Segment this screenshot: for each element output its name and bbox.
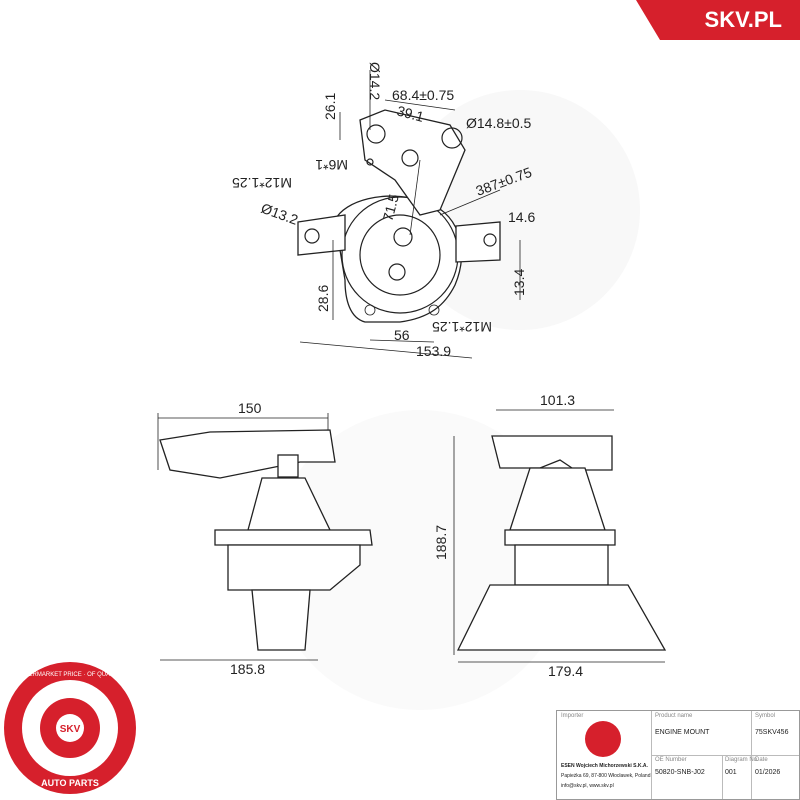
dim-56: 56 bbox=[394, 327, 410, 343]
side-view-right: 101.3 188.7 179.4 bbox=[433, 392, 667, 679]
dim-26-1: 26.1 bbox=[322, 93, 338, 120]
base-hole-right bbox=[428, 304, 440, 316]
dim-153-9: 153.9 bbox=[416, 343, 451, 359]
side-view-left: 150 185.8 bbox=[157, 400, 373, 677]
lower-stem-left bbox=[251, 589, 311, 651]
oe-label: OE Number bbox=[655, 757, 687, 763]
dim-d14-8: Ø14.8±0.5 bbox=[466, 115, 531, 131]
mount-inner-ring bbox=[359, 214, 441, 296]
upper-bracket-left bbox=[159, 429, 336, 479]
product-label: Product name bbox=[655, 713, 693, 719]
dim-13-4: 13.4 bbox=[511, 269, 527, 296]
importer-mail: info@skv.pl, www.skv.pl bbox=[561, 783, 614, 789]
dim-14-6: 14.6 bbox=[508, 209, 535, 225]
bolt-hole-1 bbox=[366, 124, 386, 144]
top-view: Ø14.2 68.4±0.75 26.1 39.1 Ø14.8±0.5 M6*1… bbox=[232, 62, 536, 359]
right-flange bbox=[455, 221, 501, 263]
brand-banner bbox=[636, 0, 800, 40]
brand-corner: SKV.PL bbox=[636, 0, 800, 40]
lower-bolt bbox=[388, 263, 406, 281]
dim-m12-b: M12*1.25 bbox=[432, 319, 492, 335]
right-flange-hole bbox=[483, 233, 497, 247]
seal-bottom-text: AUTO PARTS bbox=[41, 778, 99, 788]
seal-center: SKV bbox=[60, 724, 81, 735]
bolt-head-left bbox=[277, 454, 299, 478]
importer-address: Papieżka 69, 87-800 Włocławek, Poland bbox=[561, 773, 651, 779]
bolt-hole-2 bbox=[441, 127, 463, 149]
flange-plate-left bbox=[214, 529, 373, 546]
left-flange-hole bbox=[304, 228, 320, 244]
symbol-value: 75SKV456 bbox=[755, 729, 789, 736]
date-label: Date bbox=[755, 757, 768, 763]
oe-value: 50820-SNB-J02 bbox=[655, 769, 705, 776]
dim-185-8: 185.8 bbox=[230, 661, 265, 677]
housing-left bbox=[227, 544, 361, 591]
dim-71-5: 71.5 bbox=[379, 192, 402, 223]
upper-bracket-right bbox=[491, 435, 613, 471]
diagram-value: 001 bbox=[725, 769, 737, 776]
dim-m12-a: M12*1.25 bbox=[232, 175, 292, 191]
dim-line-387 bbox=[439, 189, 501, 216]
diagram-label: Diagram No. bbox=[725, 757, 759, 763]
dim-m6: M6*1 bbox=[315, 157, 348, 173]
dim-line-68-4 bbox=[384, 99, 456, 111]
importer-label: Importer bbox=[561, 713, 584, 719]
dim-179-4: 179.4 bbox=[548, 663, 583, 679]
dim-39-1: 39.1 bbox=[395, 102, 426, 125]
dim-101-3: 101.3 bbox=[540, 392, 575, 408]
importer-name: ESEN Wojciech Michorzewski S.K.A. bbox=[561, 763, 648, 769]
brand-name: SKV.PL bbox=[705, 7, 782, 32]
dim-line-71-5 bbox=[409, 159, 421, 236]
seal-ring-text: AFTERMARKET PRICE · OF QUALITY bbox=[17, 672, 123, 678]
dim-d14-2: Ø14.2 bbox=[367, 62, 383, 100]
dim-68-4: 68.4±0.75 bbox=[392, 87, 454, 103]
bracket-arm bbox=[359, 109, 466, 216]
dim-150: 150 bbox=[238, 400, 262, 416]
dim-28-6: 28.6 bbox=[315, 285, 331, 312]
product-value: ENGINE MOUNT bbox=[655, 729, 710, 736]
date-value: 01/2026 bbox=[755, 769, 781, 776]
symbol-label: Symbol bbox=[755, 713, 776, 719]
dim-line-56 bbox=[369, 339, 435, 343]
dim-d13-2: Ø13.2 bbox=[259, 200, 301, 228]
bolt-hole-3 bbox=[401, 149, 419, 167]
flange-plate-right bbox=[504, 529, 616, 546]
dim-line-153-9 bbox=[299, 341, 473, 359]
title-block: Importer ESEN Wojciech Michorzewski S.K.… bbox=[556, 710, 800, 800]
importer-logo bbox=[585, 721, 621, 757]
m6-hole bbox=[366, 158, 374, 166]
base-right bbox=[456, 584, 667, 651]
center-bolt bbox=[393, 227, 413, 247]
quality-seal: SKV AFTERMARKET PRICE · OF QUALITY AUTO … bbox=[4, 662, 136, 794]
dim-188-7: 188.7 bbox=[433, 525, 449, 560]
base-hole-left bbox=[364, 304, 376, 316]
housing-right bbox=[514, 544, 609, 586]
